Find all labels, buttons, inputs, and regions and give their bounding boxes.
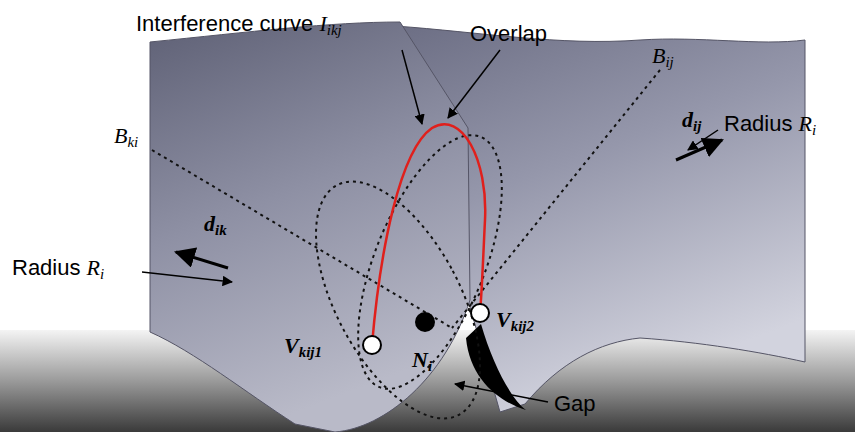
gap-label: Gap <box>554 392 596 416</box>
vertex-label: Vkij1 <box>284 334 322 361</box>
vertex-label: Vkij2 <box>496 308 534 335</box>
left-pipe <box>150 22 470 432</box>
radius-label: Radius Ri <box>12 256 104 283</box>
center-point <box>415 312 435 332</box>
leader-line <box>455 384 548 402</box>
point-label: Ni <box>412 348 432 375</box>
leader-line <box>448 50 500 118</box>
section-ellipse <box>328 116 531 408</box>
axis-label: Bij <box>652 44 674 71</box>
axis-line <box>452 70 660 328</box>
curve-label: Interference curve Iikj <box>136 12 342 39</box>
interference-curve <box>372 124 485 345</box>
vector-label: dik <box>204 212 227 239</box>
vertex-point <box>471 304 489 322</box>
leader-line <box>142 272 232 282</box>
vertex-point <box>363 336 381 354</box>
overlap-label: Overlap <box>470 22 547 46</box>
axis-label: Bki <box>114 124 138 151</box>
gap-region <box>466 324 526 410</box>
section-ellipse <box>282 156 514 432</box>
direction-arrow <box>176 252 228 268</box>
radius-label: Radius Ri <box>724 112 816 139</box>
direction-arrow <box>676 140 722 160</box>
leader-line <box>402 50 422 124</box>
vector-label: dij <box>682 108 701 135</box>
axis-line <box>152 150 452 328</box>
